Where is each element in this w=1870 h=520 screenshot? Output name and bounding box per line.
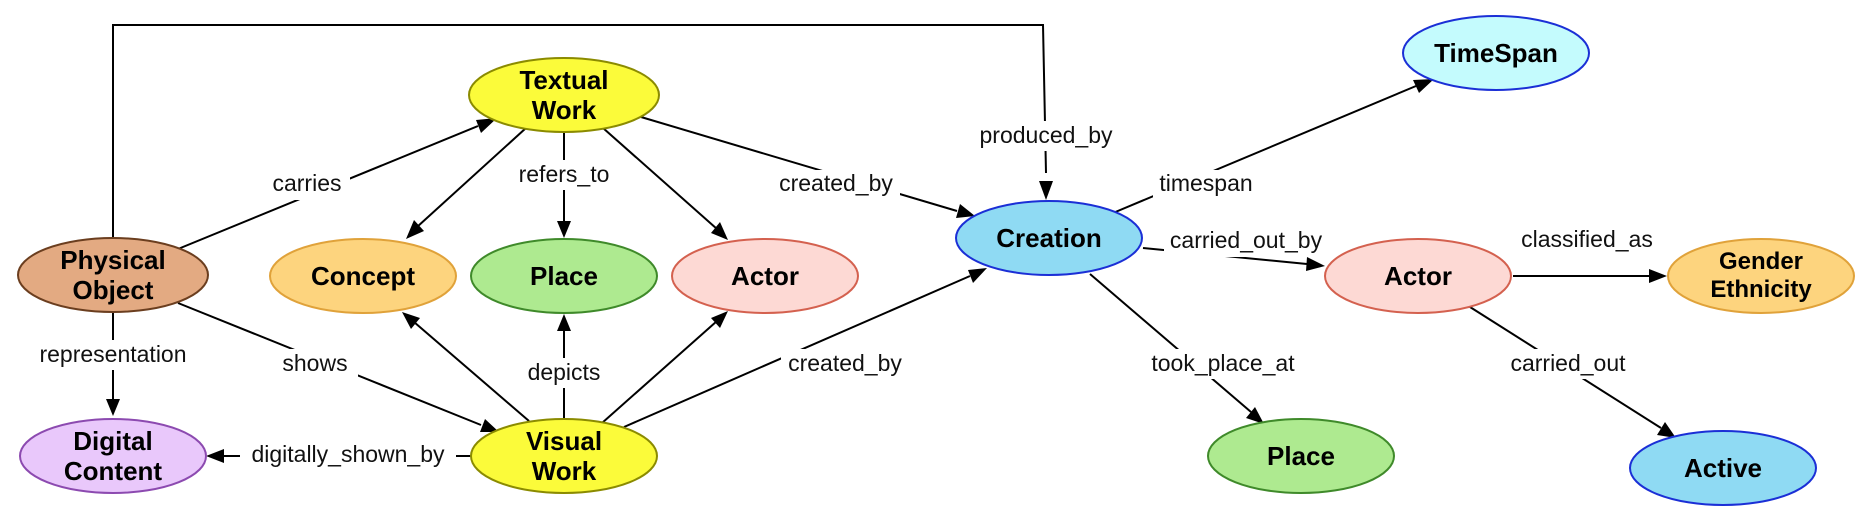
created-by-visual-label: created_by	[788, 350, 902, 376]
edge-took-place-at	[1089, 273, 1264, 424]
edge-label-produced-by: produced_by	[971, 121, 1121, 151]
node-actor-1[interactable]: Actor	[671, 238, 859, 314]
node-concept[interactable]: Concept	[269, 238, 457, 314]
refers-to-label: refers_to	[519, 161, 610, 187]
edge-physical-object-produced-by-creation	[112, 24, 1053, 238]
node-textual-work[interactable]: Textual Work	[468, 57, 660, 133]
actor-1-label: Actor	[731, 261, 799, 291]
edge-label-carried-out-by: carried_out_by	[1164, 227, 1328, 257]
node-place-2[interactable]: Place	[1207, 418, 1395, 494]
digital-content-label-line-2: Content	[64, 456, 163, 486]
edge-textual-created-by	[640, 116, 975, 218]
textual-work-label-line-2: Work	[532, 95, 597, 125]
edge-label-refers-to: refers_to	[514, 160, 614, 190]
timespan-label: timespan	[1159, 170, 1252, 196]
edge-label-representation: representation	[30, 340, 196, 370]
edge-visual-work-concept	[402, 312, 530, 422]
node-creation[interactable]: Creation	[955, 200, 1143, 276]
representation-label: representation	[39, 341, 186, 367]
edge-label-created-by-textual: created_by	[772, 170, 900, 200]
carries-label: carries	[272, 170, 341, 196]
physical-object-label-line-2: Object	[73, 275, 154, 305]
edge-label-depicts: depicts	[519, 358, 609, 388]
creation-label: Creation	[996, 223, 1101, 253]
actor-2-label: Actor	[1384, 261, 1452, 291]
edge-label-timespan: timespan	[1153, 170, 1259, 200]
gender-ethnicity-label-line-1: Gender	[1719, 248, 1803, 275]
visual-work-label-line-1: Visual	[526, 426, 602, 456]
gender-ethnicity-label-line-2: Ethnicity	[1710, 276, 1812, 303]
nodes: Physical Object Textual Work Concept Pla…	[17, 15, 1855, 506]
edge-label-created-by-visual: created_by	[781, 349, 909, 379]
edge-textual-work-concept	[406, 127, 527, 239]
node-digital-content[interactable]: Digital Content	[19, 418, 207, 494]
digitally-shown-by-label: digitally_shown_by	[251, 441, 445, 467]
node-actor-2[interactable]: Actor	[1324, 238, 1512, 314]
classified-as-label: classified_as	[1521, 226, 1653, 252]
edge-textual-work-actor	[602, 127, 728, 240]
digital-content-label-line-1: Digital	[73, 426, 152, 456]
place-2-label: Place	[1267, 441, 1335, 471]
shows-label: shows	[282, 350, 347, 376]
edge-label-classified-as: classified_as	[1515, 226, 1659, 256]
carried-out-label: carried_out	[1510, 350, 1626, 376]
depicts-label: depicts	[528, 359, 601, 385]
created-by-textual-label: created_by	[779, 170, 893, 196]
carried-out-by-label: carried_out_by	[1170, 227, 1323, 253]
place-1-label: Place	[530, 261, 598, 291]
node-timespan[interactable]: TimeSpan	[1402, 15, 1590, 91]
node-physical-object[interactable]: Physical Object	[17, 237, 209, 313]
took-place-at-label: took_place_at	[1151, 350, 1295, 376]
edges: produced_by carries refers_to	[30, 24, 1676, 471]
concept-label: Concept	[311, 261, 415, 291]
node-active[interactable]: Active	[1629, 430, 1817, 506]
edge-label-carried-out: carried_out	[1502, 349, 1634, 379]
node-gender-ethnicity[interactable]: Gender Ethnicity	[1667, 238, 1855, 314]
edge-label-shows: shows	[272, 349, 358, 379]
edge-classified-as	[1513, 269, 1667, 283]
node-visual-work[interactable]: Visual Work	[470, 418, 658, 494]
timespan-node-label: TimeSpan	[1434, 38, 1558, 68]
active-label: Active	[1684, 453, 1762, 483]
node-place-1[interactable]: Place	[470, 238, 658, 314]
edge-visual-work-actor	[601, 311, 728, 424]
visual-work-label-line-2: Work	[532, 456, 597, 486]
physical-object-label-line-1: Physical	[60, 245, 166, 275]
edge-label-digitally-shown-by: digitally_shown_by	[240, 441, 456, 471]
edge-label-carries: carries	[266, 170, 350, 200]
textual-work-label-line-1: Textual	[519, 65, 608, 95]
produced-by-label: produced_by	[980, 122, 1113, 148]
edge-label-took-place-at: took_place_at	[1146, 349, 1300, 379]
